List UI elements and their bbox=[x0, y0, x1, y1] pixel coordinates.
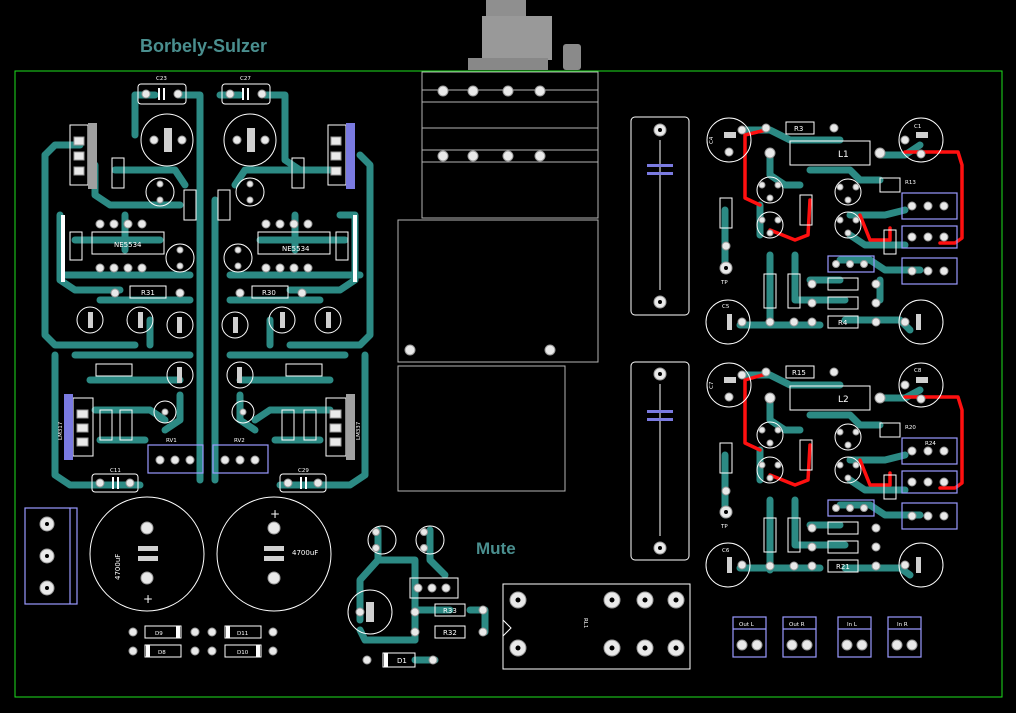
r33-label: R33 bbox=[443, 607, 457, 615]
top-connector bbox=[468, 0, 581, 70]
tp1-label: TP bbox=[720, 280, 728, 286]
r31-label: R31 bbox=[141, 289, 155, 297]
r15-label: R15 bbox=[792, 369, 806, 377]
c23-label: C23 bbox=[156, 76, 167, 82]
rl1-label: RL1 bbox=[582, 618, 588, 628]
out-r-label: Out R bbox=[789, 622, 805, 628]
r4-label: R4 bbox=[838, 319, 848, 327]
capacitor-c11: C11 bbox=[91, 468, 139, 493]
l1-label: L1 bbox=[838, 150, 849, 160]
c29-label: C29 bbox=[298, 468, 309, 474]
capacitor-4700uf-right: 4700uF + bbox=[216, 496, 332, 612]
c11-label: C11 bbox=[110, 468, 121, 474]
film-capacitor-upper bbox=[630, 116, 690, 316]
transformer-block bbox=[397, 71, 599, 492]
d9-label: D9 bbox=[155, 631, 163, 637]
trimmer-rv1: RV1 bbox=[147, 438, 204, 474]
c8-label: C8 bbox=[914, 368, 922, 374]
ic-ne5534-left: NE5534 bbox=[91, 219, 165, 273]
r20-label: R20 bbox=[905, 425, 916, 431]
r24-label: R24 bbox=[925, 441, 936, 447]
d10-label: D10 bbox=[237, 650, 249, 656]
r3-label: R3 bbox=[794, 125, 803, 133]
lm317-label: LM317 bbox=[58, 421, 64, 440]
c7-label: C7 bbox=[709, 381, 715, 389]
regulator-lm337: LM337 bbox=[325, 394, 362, 460]
mute-title: Mute bbox=[476, 539, 516, 558]
connector-in-l: In L bbox=[837, 616, 872, 658]
connector-in-r: In R bbox=[887, 616, 922, 658]
d1-label: D1 bbox=[397, 657, 407, 665]
r30-label: R30 bbox=[262, 289, 276, 297]
capacitor-c23: C23 bbox=[137, 76, 187, 105]
svg-text:+: + bbox=[270, 507, 280, 521]
right-upper-red-wires bbox=[743, 128, 964, 245]
c6-label: C6 bbox=[722, 548, 730, 554]
d8-label: D8 bbox=[158, 650, 166, 656]
lm337-label: LM337 bbox=[356, 421, 362, 440]
c27-label: C27 bbox=[240, 76, 251, 82]
resistor-r30: R30 bbox=[235, 285, 307, 299]
r32-label: R32 bbox=[443, 629, 457, 637]
c4-label: C4 bbox=[709, 136, 715, 144]
relay-rl1: RL1 bbox=[502, 583, 691, 670]
in-l-label: In L bbox=[847, 622, 858, 628]
ne5534-left-label: NE5534 bbox=[114, 241, 142, 249]
regulator-top-right bbox=[327, 123, 355, 189]
capacitor-c27: C27 bbox=[221, 76, 271, 105]
in-r-label: In R bbox=[897, 622, 908, 628]
right-lower-red-wires bbox=[743, 372, 964, 490]
diode-d9: D9 bbox=[128, 625, 200, 639]
diode-d10: D10 bbox=[207, 644, 278, 658]
capacitor-4700uf-left: 4700uF + bbox=[89, 496, 205, 612]
trimmer-rv2: RV2 bbox=[212, 438, 269, 474]
diode-d8: D8 bbox=[128, 644, 200, 658]
ne5534-right-label: NE5534 bbox=[282, 245, 310, 253]
ic-ne5534-right: NE5534 bbox=[257, 219, 331, 273]
svg-text:+: + bbox=[143, 592, 153, 606]
c1-label: C1 bbox=[914, 124, 921, 130]
out-l-label: Out L bbox=[739, 622, 755, 628]
d11-label: D11 bbox=[237, 631, 248, 637]
c5-label: C5 bbox=[722, 304, 730, 310]
rv1-label: RV1 bbox=[166, 438, 177, 444]
left-section-traces bbox=[41, 91, 374, 489]
r13-label: R13 bbox=[905, 180, 916, 186]
board-outline bbox=[14, 70, 1003, 698]
electrolytic-caps-left bbox=[76, 113, 342, 424]
cap-4700-right-label: 4700uF bbox=[292, 549, 318, 557]
board-title: Borbely-Sulzer bbox=[140, 36, 267, 56]
tp2-label: TP bbox=[720, 524, 728, 530]
rv2-label: RV2 bbox=[234, 438, 245, 444]
mute-components: R33 R32 D1 bbox=[347, 525, 488, 668]
cap-4700-left-label: 4700uF bbox=[114, 554, 122, 580]
resistor-r31: R31 bbox=[110, 285, 185, 299]
capacitor-c29: C29 bbox=[279, 468, 327, 493]
diode-d11: D11 bbox=[207, 625, 278, 639]
r21-label: R21 bbox=[836, 563, 850, 571]
l2-label: L2 bbox=[838, 395, 849, 405]
regulator-lm317: LM317 bbox=[58, 394, 94, 460]
film-capacitor-lower bbox=[630, 361, 690, 561]
right-upper-components: C4 R3 L1 C1 TP R13 R4 C5 bbox=[705, 117, 958, 345]
power-terminal bbox=[24, 507, 78, 605]
regulator-top-left bbox=[69, 123, 97, 189]
connector-out-r: Out R bbox=[782, 616, 817, 658]
right-lower-components: C7 R15 L2 C8 TP R20 R24 R21 C6 bbox=[705, 362, 958, 588]
small-resistors-left bbox=[69, 157, 349, 441]
connector-out-l: Out L bbox=[732, 616, 767, 658]
